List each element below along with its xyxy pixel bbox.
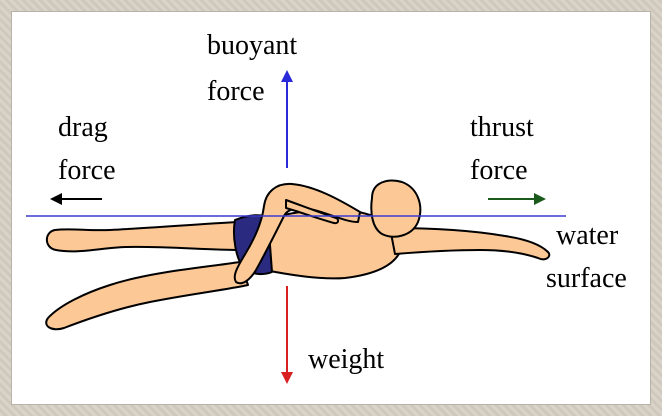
weight-label: weight (308, 344, 384, 376)
thrust-force-label-line2: force (470, 155, 528, 187)
drag-force-label-line2: force (58, 155, 116, 187)
swimmer-figure (46, 181, 549, 330)
water-surface-label-line1: water (556, 220, 618, 252)
swimmer-forward-arm (390, 228, 549, 259)
water-surface-label-line2: surface (546, 263, 627, 295)
swimmer-lower-leg (46, 262, 248, 329)
buoyant-force-label-line2: force (207, 76, 265, 108)
drag-force-label-line1: drag (58, 112, 108, 144)
swimmer-upper-leg (47, 222, 240, 251)
swimmer-head (371, 181, 420, 237)
thrust-force-label-line1: thrust (470, 112, 534, 144)
buoyant-force-label-line1: buoyant (207, 30, 297, 62)
